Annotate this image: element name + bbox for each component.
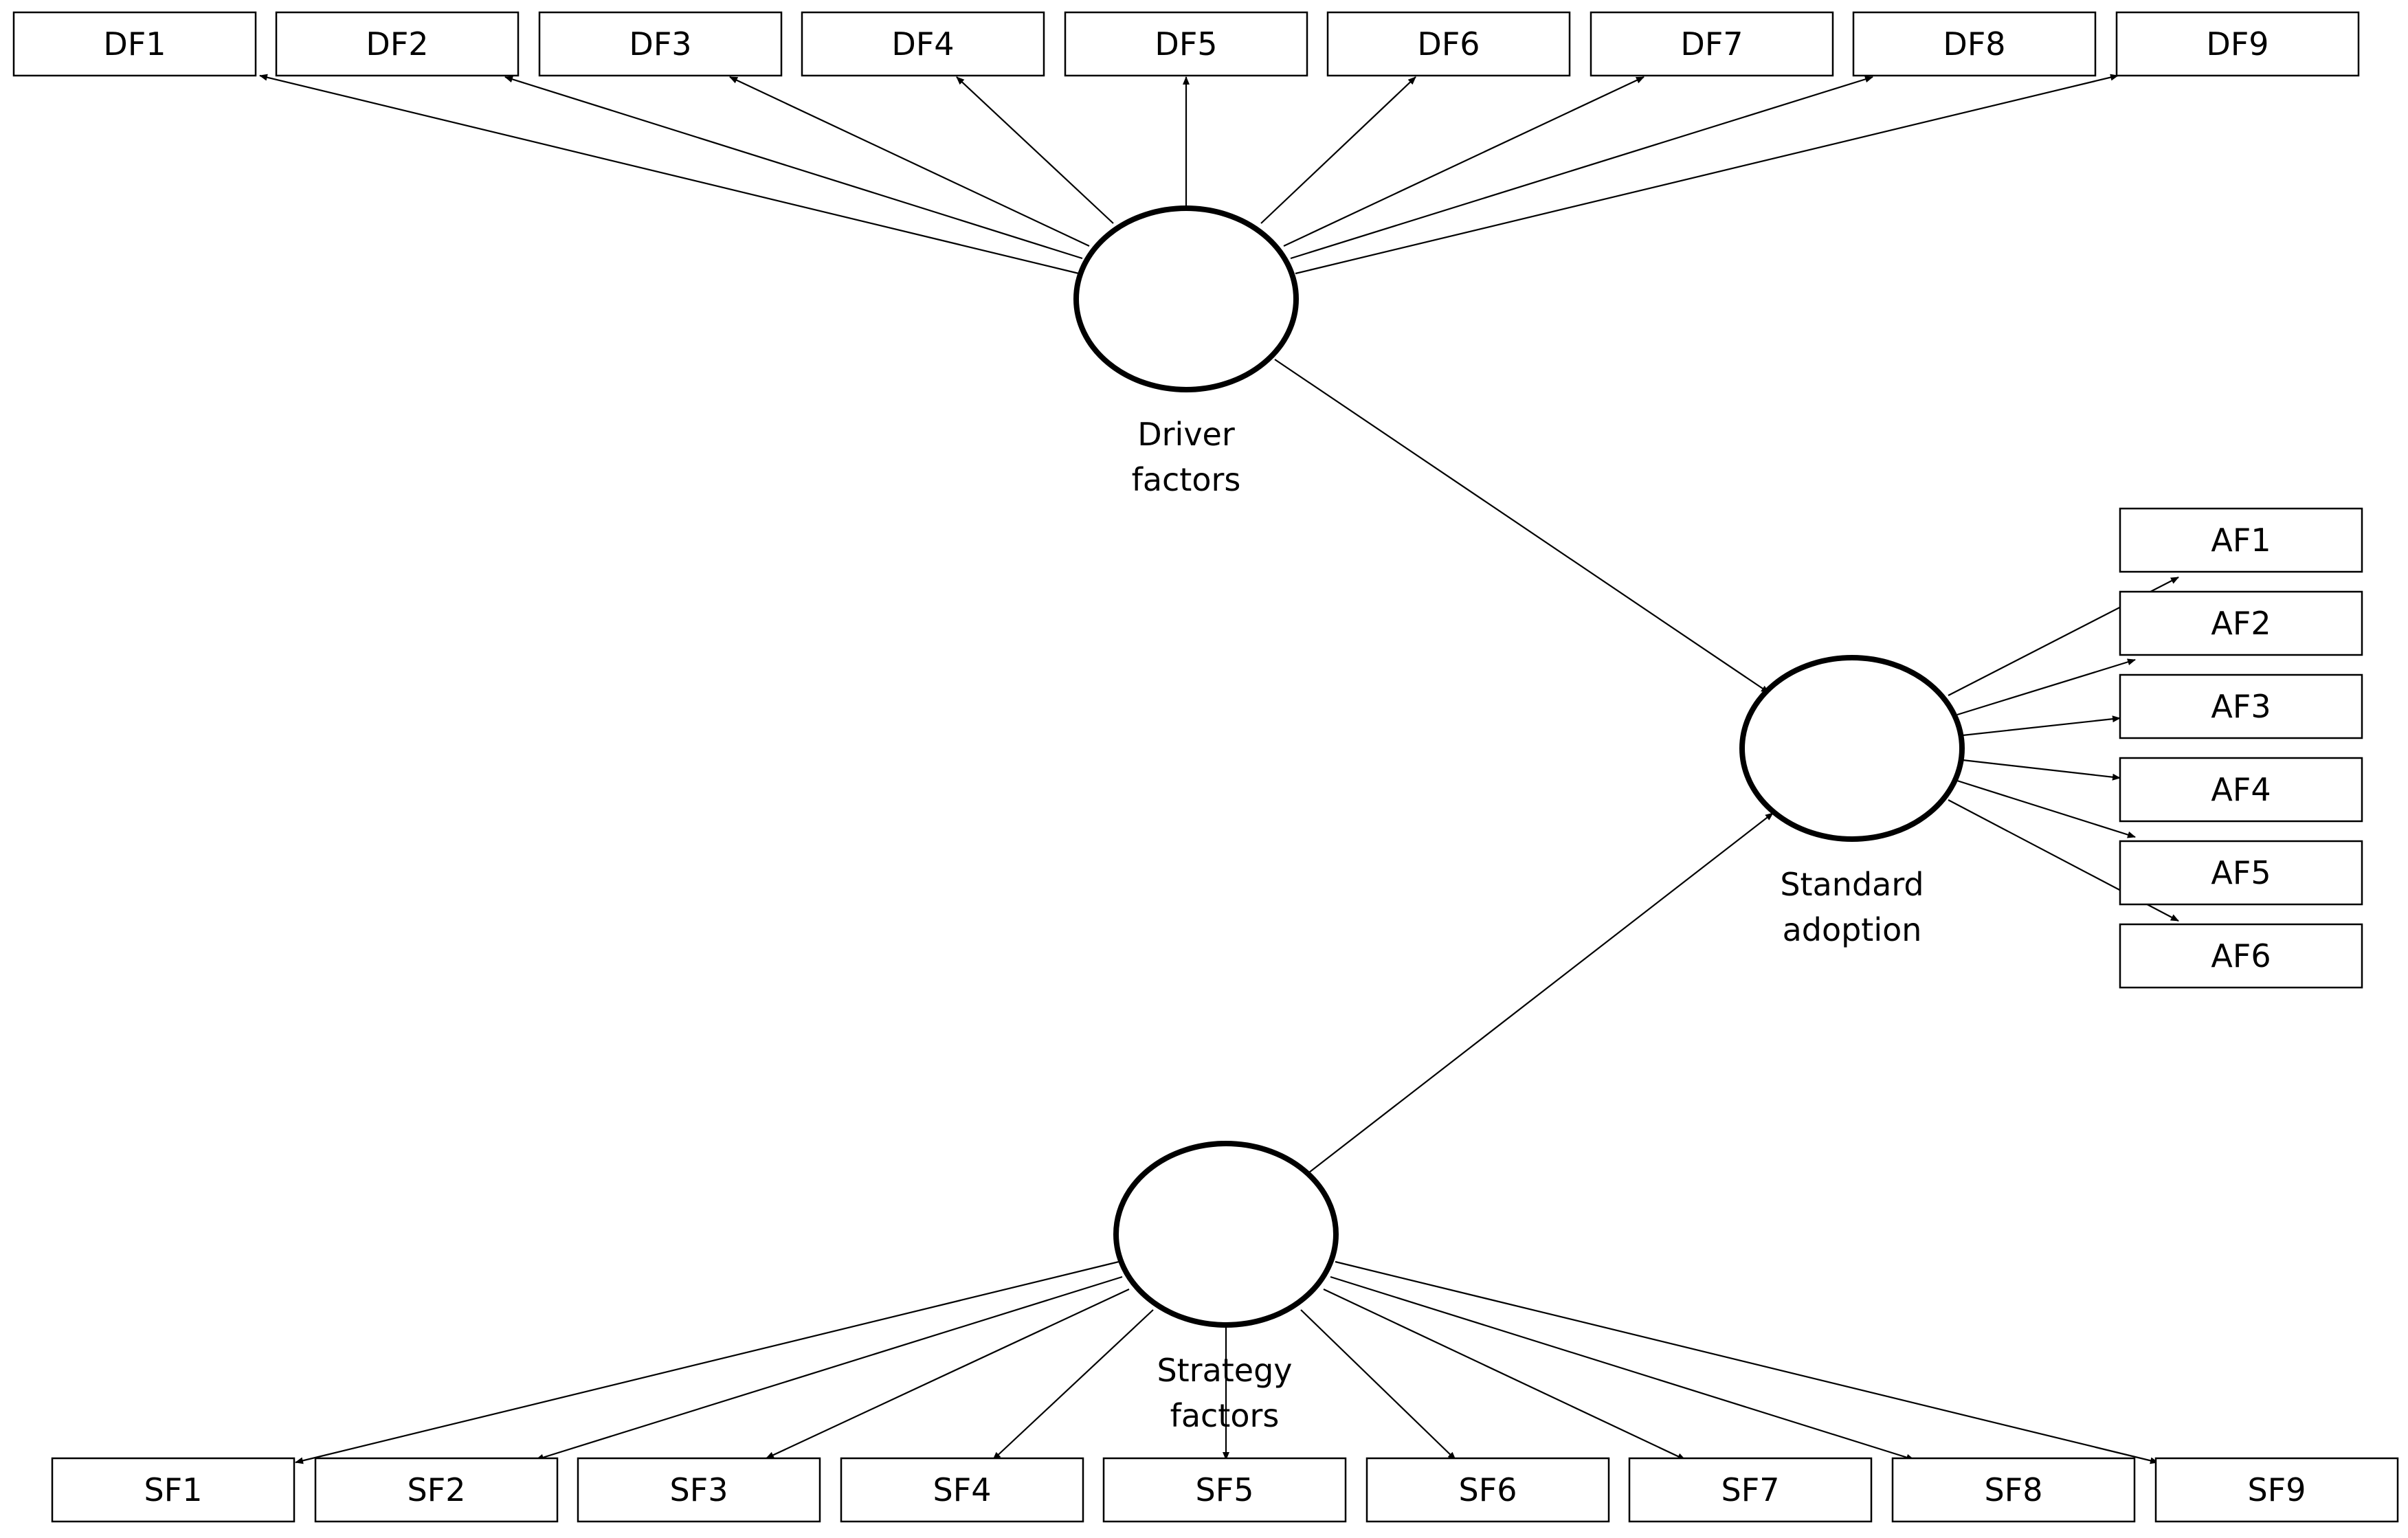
driver-indicator-box: DF8 [1852,11,2097,77]
adoption-indicator-box: AF6 [2119,923,2363,989]
driver-indicator-label: DF3 [629,25,691,63]
strategy-indicator-row: SF1 SF2 SF3 SF4 SF5 SF6 SF7 SF8 SF9 [51,1457,2399,1523]
strategy-factors-label-line2: factors [1170,1397,1280,1434]
driver-loading-arrow [1283,76,1645,247]
latent-strategy-factors: Strategy factors [1113,1141,1339,1434]
adoption-indicator-label: AF5 [2211,854,2271,891]
strategy-indicator-box: SF2 [314,1457,559,1523]
adoption-indicator-box: AF1 [2119,507,2363,573]
driver-indicator-label: DF5 [1155,25,1217,63]
strategy-loading-arrow [1300,1309,1456,1460]
strategy-loading-arrow [992,1309,1154,1460]
adoption-indicator-label: AF2 [2211,605,2271,642]
adoption-loading-arrow [1957,779,2136,838]
strategy-indicator-label: SF9 [2248,1471,2306,1508]
strategy-indicator-label: SF1 [144,1471,203,1508]
driver-indicator-label: DF6 [1417,25,1480,63]
standard-adoption-label-line1: Standard [1780,866,1924,903]
adoption-indicator-label: AF4 [2211,771,2271,808]
strategy-loading-arrow [1335,1260,2159,1464]
strategy-indicator-label: SF7 [1721,1471,1780,1508]
strategy-loading-arrow [1323,1289,1686,1460]
strategy-indicator-label: SF5 [1196,1471,1254,1508]
strategy-loading-arrow [535,1275,1123,1461]
strategy-loading-arrow [766,1289,1130,1459]
strategy-indicator-label: SF3 [670,1471,728,1508]
driver-factors-label-line2: factors [1132,461,1241,498]
strategy-indicator-box: SF1 [51,1457,296,1523]
adoption-indicator-box: AF5 [2119,840,2363,906]
adoption-indicator-box: AF2 [2119,590,2363,656]
driver-indicator-box: DF7 [1590,11,1834,77]
strategy-indicator-label: SF8 [1985,1471,2043,1508]
driver-indicator-label: DF9 [2206,25,2268,63]
strategy-indicator-box: SF4 [840,1457,1084,1523]
strategy-indicator-box: SF7 [1628,1457,1873,1523]
strategy-to-adoption-path [1308,812,1774,1173]
latent-driver-factors: Driver factors [1073,205,1299,498]
adoption-loading-arrow [1962,715,2121,737]
driver-indicator-row: DF1 DF2 DF3 DF4 DF5 DF6 DF7 DF8 DF9 [12,11,2360,77]
driver-indicator-box: DF5 [1064,11,1308,77]
strategy-indicator-box: SF5 [1102,1457,1347,1523]
adoption-indicator-box: AF4 [2119,757,2363,823]
latent-standard-adoption: Standard adoption [1739,655,1965,948]
driver-indicator-box: DF2 [275,11,520,77]
standard-adoption-label-line2: adoption [1783,911,1922,948]
strategy-indicator-label: SF6 [1459,1471,1517,1508]
driver-loading-arrow [1290,76,1873,260]
strategy-factors-label-line1: Strategy [1157,1352,1292,1389]
driver-indicator-box: DF6 [1326,11,1571,77]
strategy-indicator-box: SF3 [577,1457,821,1523]
driver-loading-arrow [956,76,1114,224]
adoption-loading-arrow [1962,759,2121,781]
driver-loading-arrow [729,76,1090,247]
driver-factors-label-line1: Driver [1137,416,1235,453]
adoption-indicator-label: AF3 [2211,688,2271,725]
strategy-loading-arrow [295,1260,1119,1464]
driver-indicator-box: DF1 [12,11,257,77]
adoption-loading-arrow [1957,658,2136,716]
driver-indicator-label: DF8 [1943,25,2005,63]
adoption-indicator-label: AF6 [2211,937,2271,974]
strategy-indicator-label: SF2 [408,1471,466,1508]
strategy-indicator-box: SF9 [2154,1457,2399,1523]
driver-indicator-label: DF4 [891,25,954,63]
driver-indicator-box: DF9 [2115,11,2360,77]
strategy-indicator-box: SF8 [1891,1457,2136,1523]
path-arrows [259,74,2179,1464]
driver-indicator-label: DF7 [1680,25,1743,63]
driver-to-adoption-path [1274,359,1770,693]
driver-loading-arrow [1295,74,2119,275]
driver-indicator-label: DF2 [366,25,428,63]
strategy-indicator-label: SF4 [933,1471,992,1508]
adoption-indicator-box: AF3 [2119,673,2363,739]
driver-loading-arrow [259,74,1080,275]
driver-indicator-box: DF4 [801,11,1045,77]
driver-loading-arrow [504,76,1083,260]
strategy-indicator-box: SF6 [1365,1457,1610,1523]
strategy-loading-arrow [1330,1275,1915,1461]
adoption-indicator-label: AF1 [2211,522,2271,559]
driver-indicator-box: DF3 [538,11,783,77]
driver-indicator-label: DF1 [103,25,166,63]
driver-loading-arrow [1260,76,1416,224]
